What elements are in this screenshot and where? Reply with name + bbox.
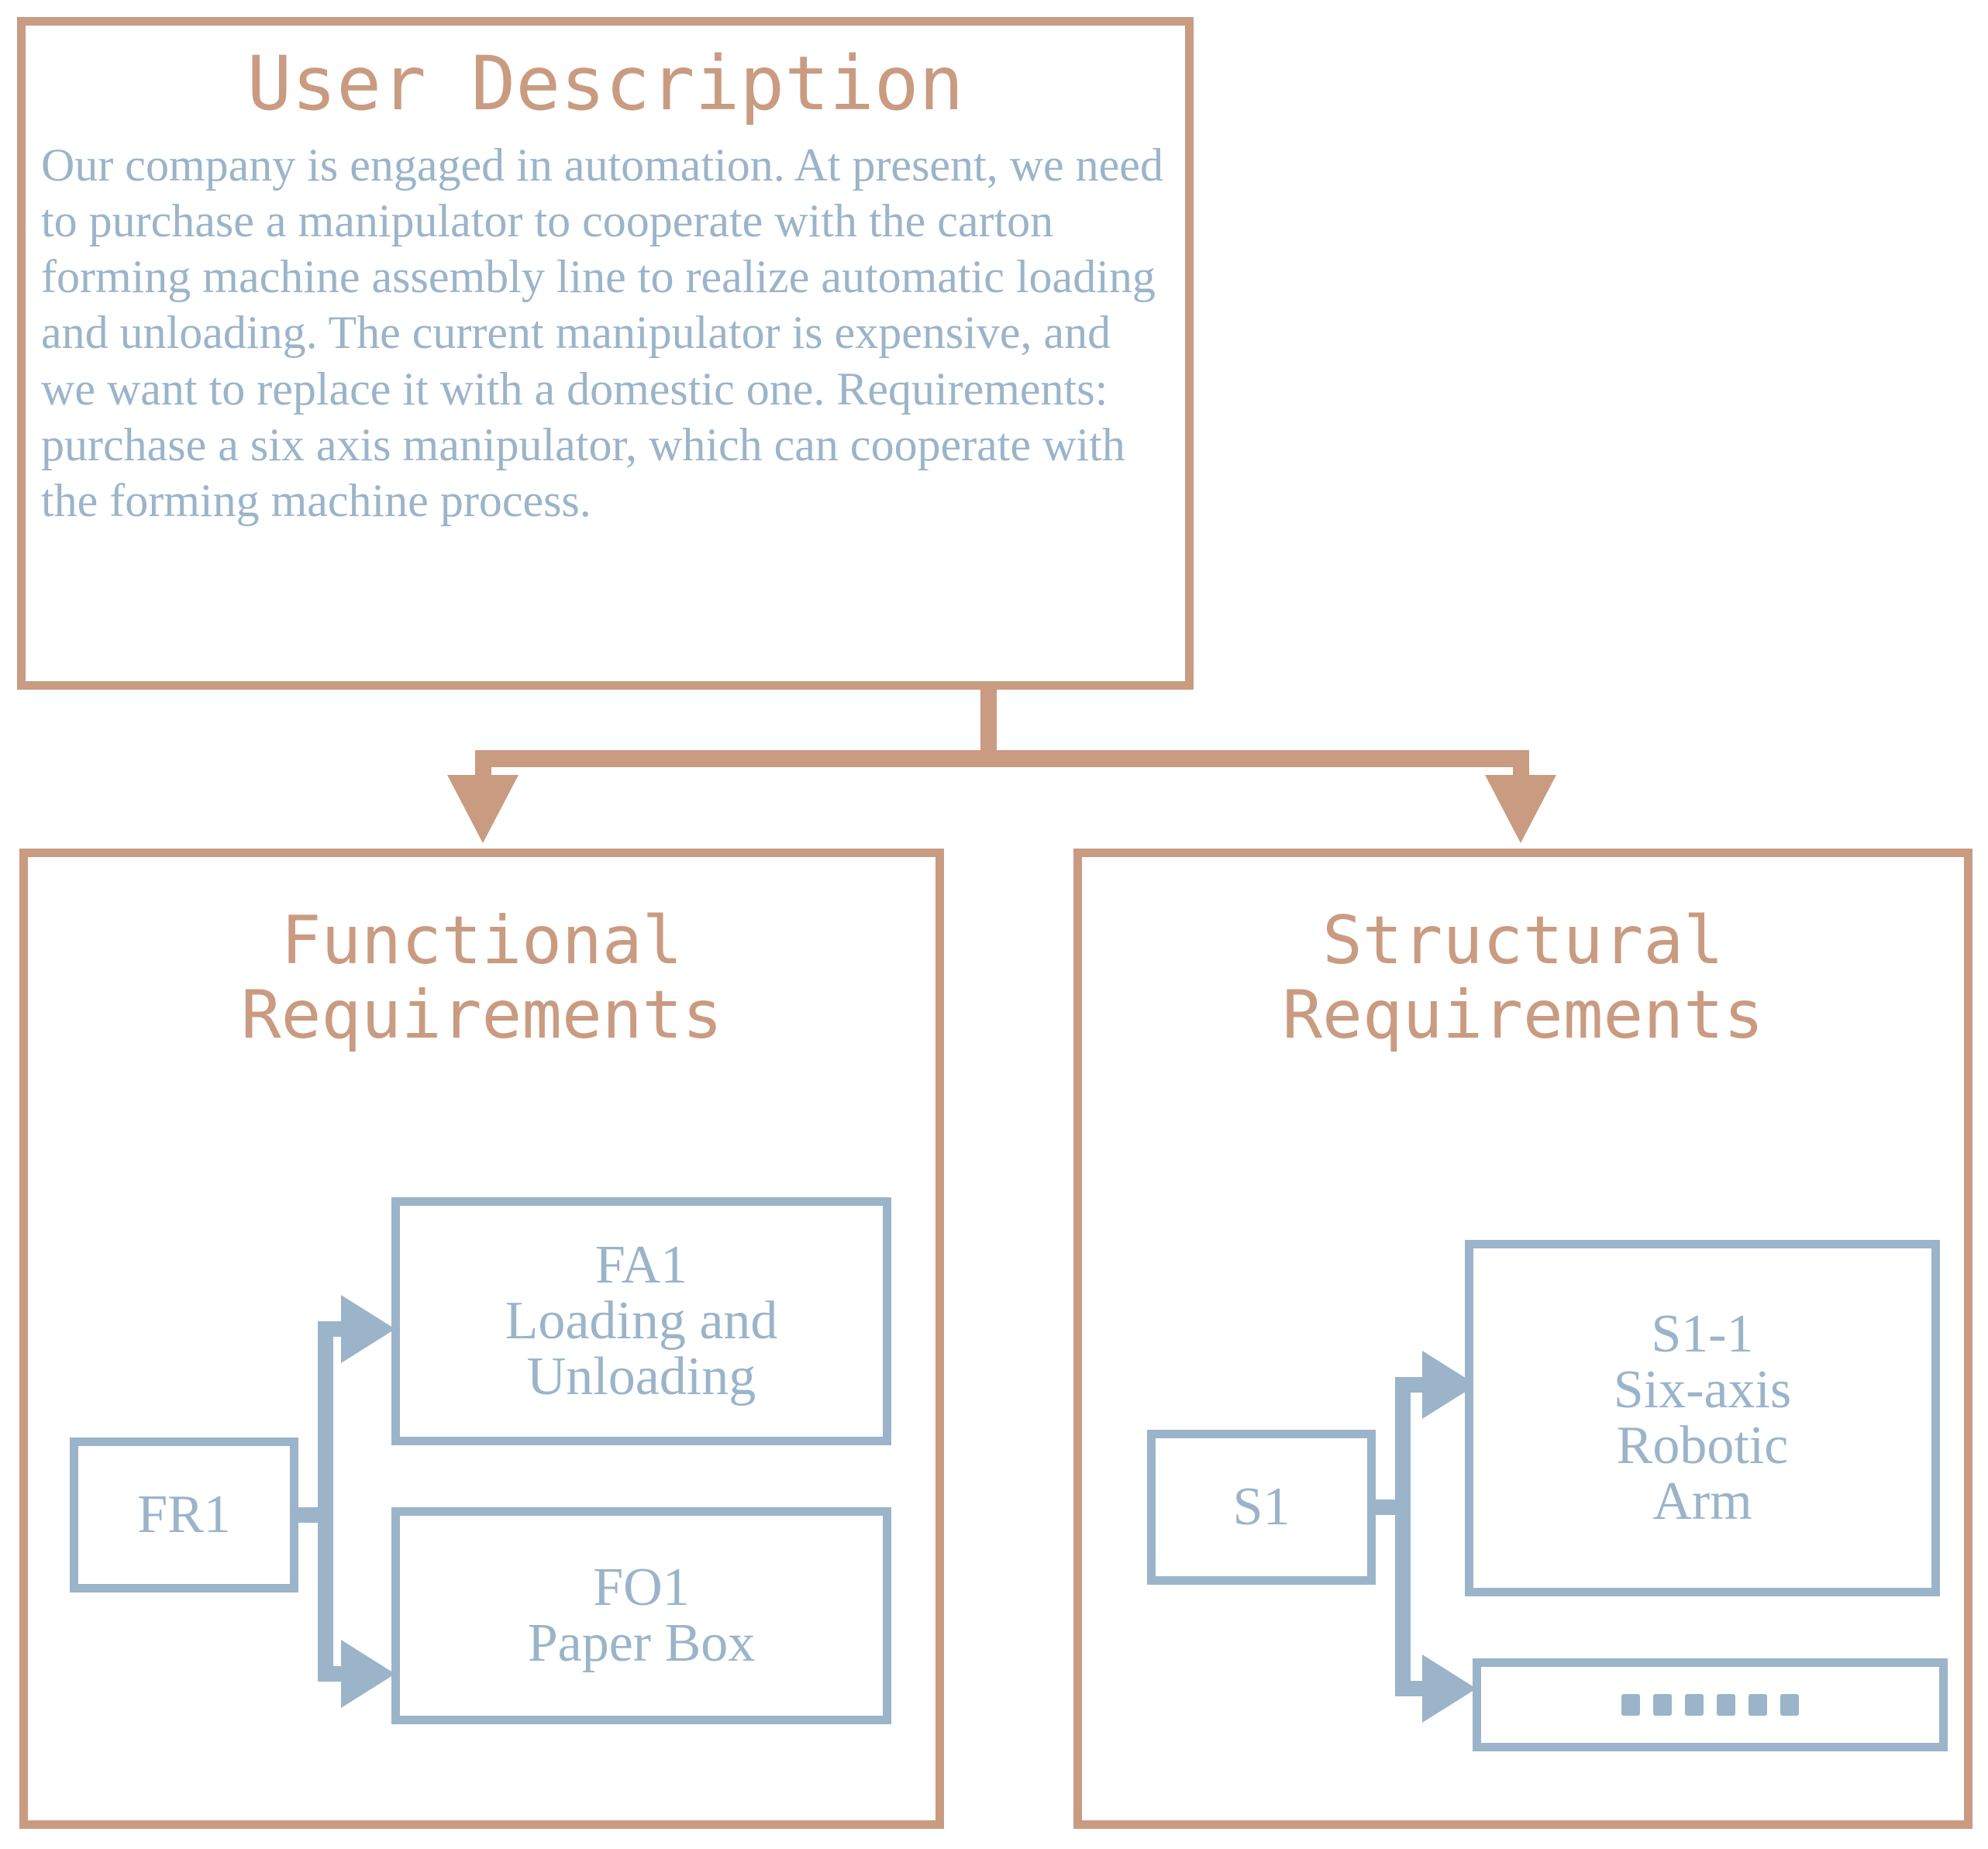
arrow-to-functional-panel bbox=[447, 775, 519, 843]
connector-distribution-bar bbox=[475, 750, 1529, 767]
node-s1-1-label: S1-1 Six-axis Robotic Arm bbox=[1613, 1303, 1792, 1532]
node-fr1-label: FR1 bbox=[137, 1484, 231, 1544]
connector-right-drop bbox=[1513, 750, 1529, 780]
arrow-fr1-to-fo1 bbox=[341, 1640, 395, 1708]
node-s1-label: S1 bbox=[1232, 1476, 1290, 1537]
user-description-panel: User Description Our company is engaged … bbox=[17, 17, 1194, 690]
page-title: User Description bbox=[246, 40, 964, 127]
node-s1-1[interactable]: S1-1 Six-axis Robotic Arm bbox=[1465, 1240, 1940, 1596]
node-fa1[interactable]: FA1 Loading and Unloading bbox=[391, 1197, 891, 1445]
functional-requirements-title: Functional Requirements bbox=[240, 902, 723, 1055]
node-fo1-label: FO1 Paper Box bbox=[527, 1557, 756, 1673]
fr1-branch-spine bbox=[318, 1321, 333, 1682]
arrow-to-structural-panel bbox=[1485, 775, 1556, 843]
user-description-body: Our company is engaged in automation. At… bbox=[41, 139, 1163, 527]
s1-to-ellipsis-line bbox=[1395, 1681, 1430, 1696]
ellipsis-icon bbox=[1621, 1694, 1799, 1716]
node-ellipsis[interactable]: …… bbox=[1473, 1658, 1948, 1751]
connector-stem-vertical bbox=[980, 690, 997, 752]
arrow-s1-to-ellipsis bbox=[1422, 1654, 1476, 1723]
node-fo1[interactable]: FO1 Paper Box bbox=[391, 1507, 891, 1724]
node-s1[interactable]: S1 bbox=[1147, 1430, 1376, 1585]
connector-left-drop bbox=[475, 750, 491, 780]
s1-to-s11-line bbox=[1395, 1377, 1430, 1393]
s1-branch-spine bbox=[1395, 1377, 1411, 1696]
node-fa1-label: FA1 Loading and Unloading bbox=[505, 1234, 778, 1407]
arrow-fr1-to-fa1 bbox=[341, 1295, 395, 1363]
node-fr1[interactable]: FR1 bbox=[70, 1438, 298, 1592]
structural-requirements-title: Structural Requirements bbox=[1282, 902, 1764, 1055]
